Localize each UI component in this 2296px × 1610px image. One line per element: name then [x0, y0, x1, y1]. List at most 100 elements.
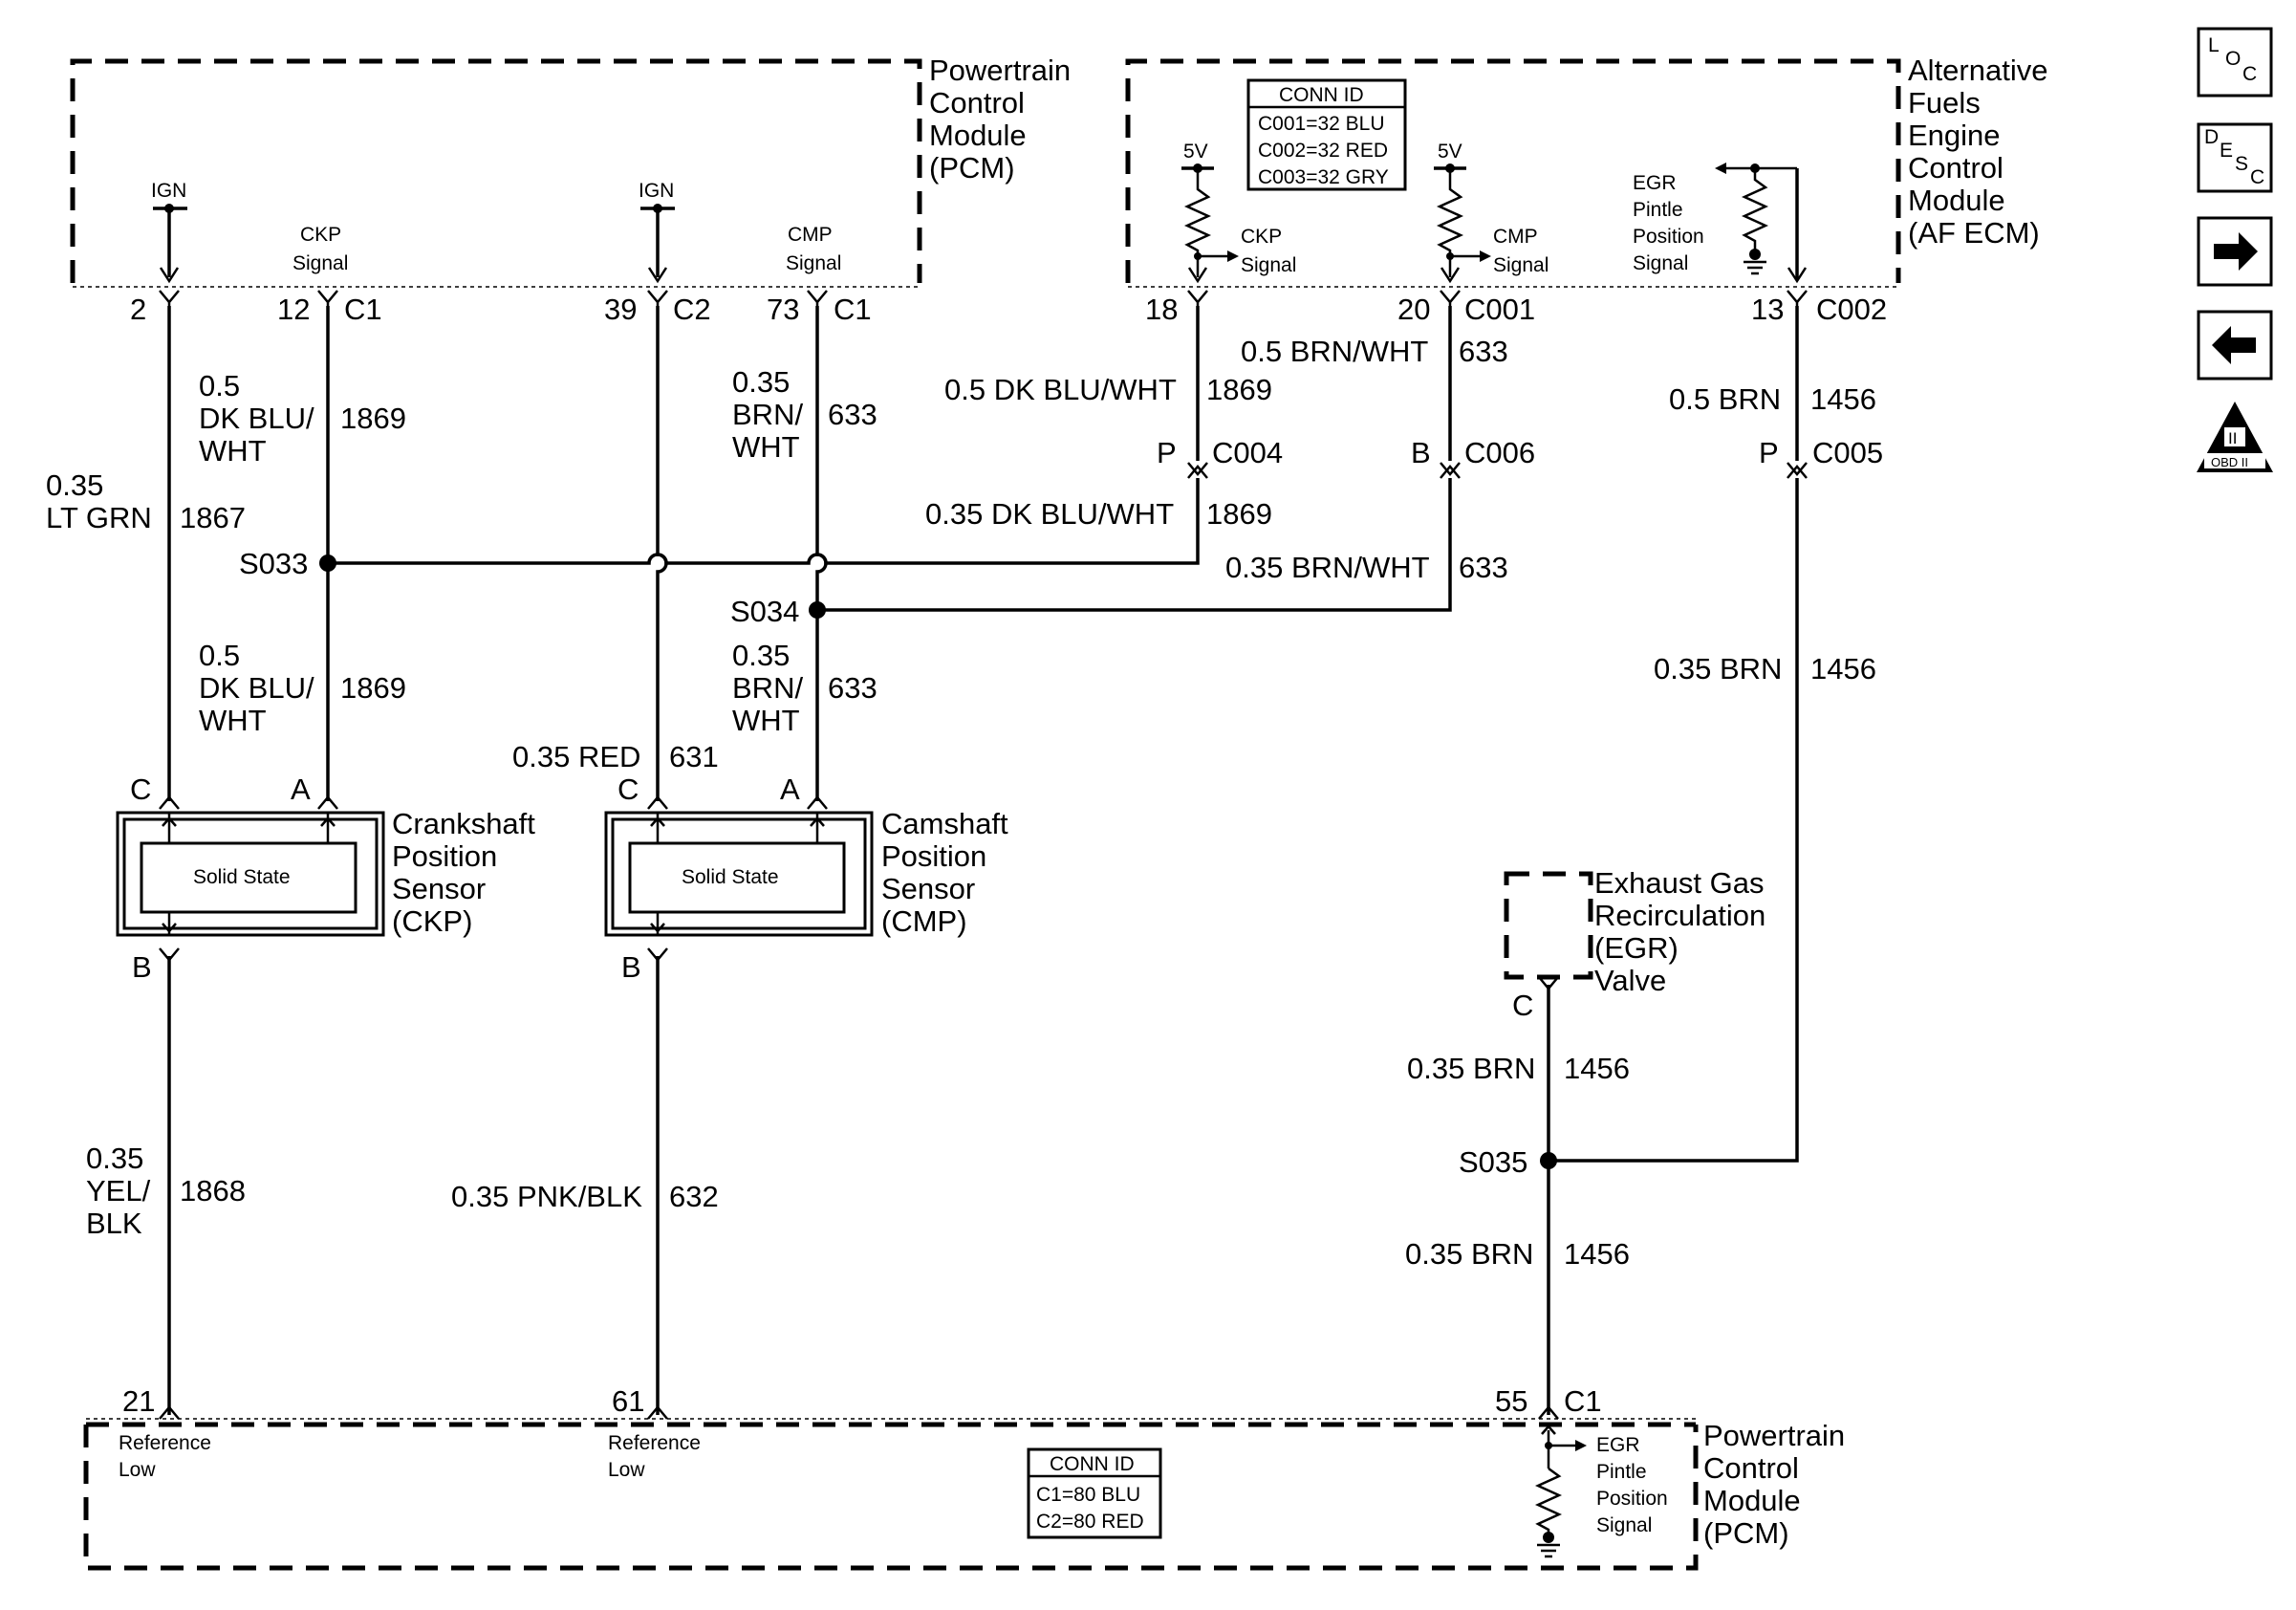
obd-numeral: II — [2228, 429, 2237, 447]
wire-labels: 0.35 LT GRN 1867 0.5 DK BLU/ WHT 1869 0.… — [46, 335, 1883, 1271]
pin-terminal-icon — [807, 795, 828, 810]
solid-state-label: Solid State — [682, 866, 779, 888]
wire-633-branch — [817, 478, 1452, 612]
sensor-pin: A — [291, 772, 311, 806]
circuit-number: 1868 — [180, 1174, 246, 1208]
conn-id-row: C2=80 RED — [1036, 1511, 1144, 1533]
resistor-icon — [1741, 168, 1769, 252]
splice-dot — [809, 601, 826, 619]
pin-number: 73 — [767, 293, 799, 326]
ckp-solid-state-box — [140, 841, 357, 914]
pin-number: 18 — [1145, 293, 1178, 326]
ground-node — [1749, 249, 1761, 260]
previous-page-button[interactable] — [2197, 310, 2273, 381]
pin-terminal-icon — [1538, 976, 1559, 990]
desc-letter: S — [2235, 153, 2248, 175]
wire-label: 0.35 BRN — [1407, 1052, 1535, 1085]
conn-id-header: CONN ID — [1279, 84, 1364, 106]
signal-node — [1446, 252, 1454, 260]
pcm-bottom-title: Powertrain Control Module (PCM) — [1703, 1419, 1853, 1550]
wire-network — [159, 290, 1808, 1420]
wire-1869-branch — [328, 478, 1200, 565]
inline-connector-icon — [1787, 462, 1808, 479]
description-button[interactable]: D E S C — [2197, 122, 2273, 193]
connector-pin: B — [1411, 436, 1431, 469]
next-page-button[interactable] — [2197, 216, 2273, 287]
wire-label: 0.35 PNK/BLK — [451, 1180, 642, 1213]
circuit-number: 633 — [1459, 551, 1508, 584]
pin-terminal-icon — [317, 795, 338, 810]
wire-size-color: 0.5 DK BLU/ WHT — [199, 369, 322, 468]
location-button[interactable]: L O C — [2197, 27, 2273, 98]
reference-low-label: Reference Low — [119, 1432, 217, 1481]
sensor-pin: A — [780, 772, 800, 806]
pin-terminal-icon — [1538, 1405, 1559, 1420]
wire-size-color: 0.5 DK BLU/ WHT — [199, 639, 322, 737]
pin-number: 12 — [277, 293, 310, 326]
pcm-top-boundary — [70, 58, 922, 283]
reference-low-label: Reference Low — [608, 1432, 706, 1481]
pin-number: 55 — [1495, 1384, 1527, 1418]
pin-terminal-icon — [647, 795, 668, 810]
pin-terminal-icon — [159, 795, 180, 810]
circuit-number: 633 — [828, 671, 877, 705]
obd-ii-button[interactable]: II OBD II — [2197, 402, 2273, 472]
pcm-bottom-module: Powertrain Control Module (PCM) 21 61 55… — [83, 1384, 1853, 1571]
connector-id: C001 — [1464, 293, 1535, 326]
loc-letter: O — [2225, 48, 2241, 70]
sensor-pin: B — [621, 950, 641, 984]
pin-terminal-icon — [647, 947, 668, 962]
splice-label: S034 — [730, 595, 799, 628]
circuit-number: 633 — [1459, 335, 1508, 368]
arrow-right-icon — [1575, 1440, 1587, 1451]
cmp-sensor: Solid State C A B Camshaft Position Sens… — [604, 772, 1016, 984]
arrow-down-icon — [647, 267, 668, 284]
wire-label: 0.35 BRN — [1654, 652, 1782, 685]
arrow-up-icon — [810, 816, 825, 827]
egr-signal-label: EGR Pintle Position Signal — [1633, 172, 1710, 274]
pin-terminal-icon — [159, 947, 180, 962]
pin-number: 39 — [604, 293, 637, 326]
egr-valve-title: Exhaust Gas Recirculation (EGR) Valve — [1594, 866, 1774, 997]
pcm-bottom-boundary — [83, 1425, 1699, 1571]
conn-id-table — [1027, 1447, 1162, 1539]
circuit-number: 633 — [828, 398, 877, 431]
arrow-down-icon — [1787, 267, 1808, 284]
ign-label: IGN — [639, 180, 674, 202]
resistor-icon — [1183, 168, 1212, 277]
cmp-signal-label: CMP Signal — [786, 224, 841, 274]
af-ecm-boundary — [1125, 58, 1901, 283]
wire-size: 0.35 — [46, 468, 103, 502]
connector-id: C004 — [1212, 436, 1283, 469]
inline-connector-icon — [1440, 462, 1461, 479]
connector-id: C1 — [344, 293, 382, 326]
circuit-number: 631 — [669, 740, 719, 773]
arrow-right-icon — [1480, 250, 1491, 262]
wire-label: 0.35 RED — [512, 740, 640, 773]
pin-terminal-icon — [647, 1405, 668, 1420]
ckp-signal-label: CKP Signal — [1241, 226, 1296, 276]
arrow-left-icon — [2212, 326, 2256, 364]
connector-id: C2 — [673, 293, 711, 326]
pcm-top-module: Powertrain Control Module (PCM) IGN IGN … — [70, 54, 1071, 326]
loc-letter: L — [2208, 34, 2220, 56]
wire-size-color: 0.35 BRN/ WHT — [732, 639, 812, 737]
wire-size-color: 0.35 YEL/ BLK — [86, 1142, 159, 1240]
egr-signal-label: EGR Pintle Position Signal — [1596, 1434, 1674, 1536]
circuit-number: 1456 — [1810, 382, 1876, 416]
conn-id-row: C002=32 RED — [1258, 140, 1388, 162]
circuit-number: 1456 — [1564, 1237, 1630, 1271]
cmp-sensor-title: Camshaft Position Sensor (CMP) — [881, 807, 1016, 938]
arrow-up-icon — [650, 816, 665, 827]
obd-label: OBD II — [2211, 455, 2248, 469]
wire-label: 0.5 BRN/WHT — [1241, 335, 1428, 368]
five-volt-label: 5V — [1438, 141, 1462, 163]
circuit-number: 1456 — [1810, 652, 1876, 685]
connector-id: C1 — [1564, 1384, 1602, 1418]
signal-node — [1194, 252, 1202, 260]
loc-letter: C — [2242, 63, 2257, 85]
sensor-pin: C — [617, 772, 639, 806]
resistor-icon — [1534, 1467, 1563, 1535]
connector-id: C002 — [1816, 293, 1887, 326]
wire-label: 0.35 BRN/WHT — [1225, 551, 1430, 584]
